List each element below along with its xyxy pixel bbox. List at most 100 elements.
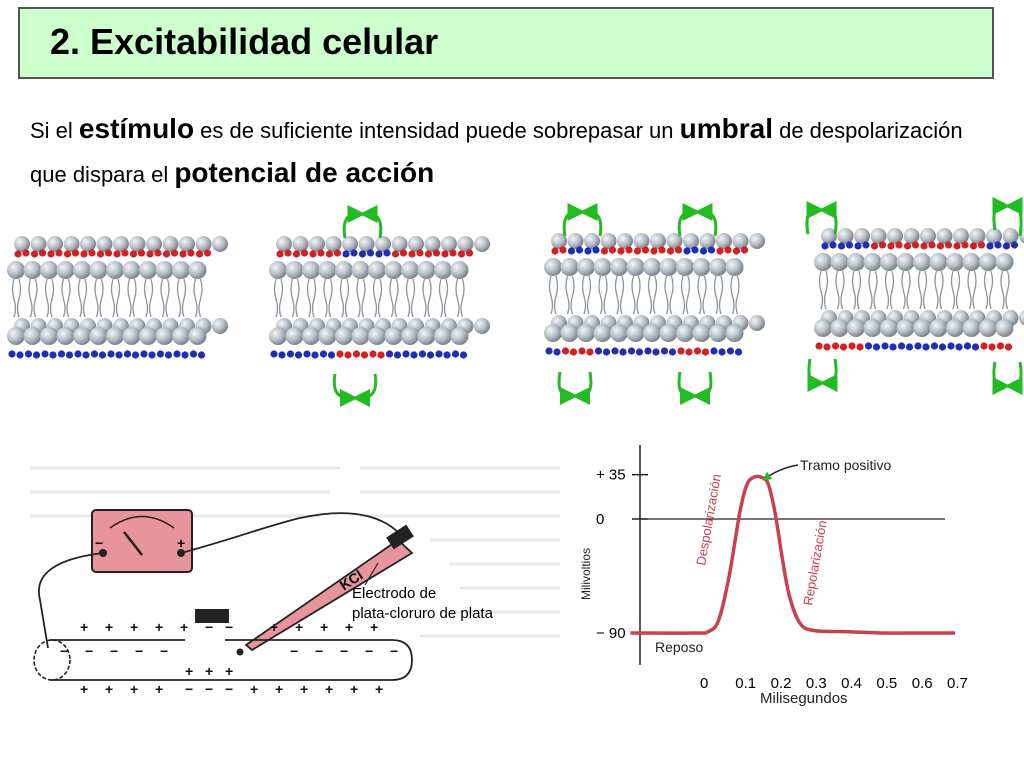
lipid-head — [212, 318, 228, 334]
lipid-head — [577, 258, 595, 276]
lipid-head — [749, 315, 765, 331]
charge-dot-top — [96, 250, 105, 258]
lipid-head — [417, 261, 436, 279]
meter-plus: + — [177, 535, 185, 551]
ion-flow-arrow — [557, 371, 578, 405]
charge-dot-bottom — [553, 348, 561, 356]
charge-dot-top — [961, 241, 969, 249]
lipid-head — [896, 319, 915, 337]
charge-dot-bottom — [619, 348, 627, 356]
charge-dot-bottom — [627, 347, 636, 355]
lipid-head — [47, 236, 63, 252]
lipid-head — [903, 228, 920, 244]
lipid-tail — [664, 275, 669, 315]
charge-dot-top — [845, 241, 854, 249]
text-part-1: Si el — [30, 118, 79, 143]
lipid-head — [302, 261, 320, 279]
charge-dot-top — [375, 250, 383, 258]
lipid-tail — [460, 278, 465, 318]
nerve-fiber — [33, 638, 413, 681]
lipid-head — [979, 319, 997, 337]
action-potential-line — [630, 474, 955, 635]
charge-dot-bottom — [710, 347, 718, 355]
lipid-head — [995, 319, 1014, 337]
charge-dot-bottom — [905, 343, 914, 351]
charge-dot-bottom — [311, 351, 319, 359]
charge-dot-bottom — [393, 351, 402, 359]
charge-dot-top — [575, 246, 584, 254]
lipid-head — [434, 261, 452, 279]
lipid-head — [593, 324, 612, 342]
lipid-head — [80, 236, 96, 252]
charge-dot-top — [47, 250, 55, 258]
charge-dot-top — [170, 249, 179, 257]
minus-charge-sign: − — [315, 643, 323, 659]
lipid-tail — [603, 275, 608, 315]
lipid-head — [962, 253, 981, 271]
charge-dot-bottom — [435, 350, 443, 358]
lipid-tail — [955, 270, 961, 310]
lipid-head — [40, 327, 58, 345]
lipid-head — [962, 319, 981, 337]
lipid-head — [567, 233, 584, 249]
lipid-tail — [873, 270, 878, 310]
charge-dot-top — [732, 247, 741, 255]
charge-dot-bottom — [677, 347, 685, 355]
charge-dot-bottom — [90, 350, 99, 358]
lipid-head — [318, 261, 337, 279]
rest-label: Reposo — [655, 639, 703, 655]
lipid-tail — [28, 278, 33, 318]
lipid-tail — [652, 275, 658, 315]
charge-dot-top — [195, 250, 204, 258]
charge-dot-top — [342, 250, 350, 258]
lipid-head — [847, 319, 865, 337]
charge-dot-top — [146, 250, 154, 258]
electrode-label-2: plata-cloruro de plata — [352, 605, 494, 622]
lipid-head — [929, 319, 948, 337]
lipid-tail — [565, 275, 570, 315]
lipid-tail — [344, 278, 350, 318]
lipid-head — [716, 233, 732, 249]
lipid-head — [830, 319, 849, 337]
plus-charge-sign: + — [350, 681, 358, 697]
charge-dot-bottom — [1004, 343, 1013, 351]
charge-dot-bottom — [652, 348, 660, 356]
lipid-tail — [851, 270, 857, 310]
charge-dot-bottom — [418, 350, 427, 358]
charge-dot-top — [63, 250, 72, 258]
charge-dot-top — [854, 242, 862, 250]
charge-dot-bottom — [947, 342, 955, 350]
charge-dot-top — [559, 246, 567, 254]
minus-charge-sign: − — [290, 643, 298, 659]
charge-dot-bottom — [197, 351, 206, 359]
membrane-panel — [544, 203, 765, 405]
charge-dot-bottom — [955, 343, 963, 351]
charge-dot-bottom — [938, 343, 947, 351]
lipid-tail — [455, 278, 460, 318]
lipid-tail — [988, 270, 994, 310]
ion-flow-arrow — [819, 358, 838, 392]
charge-dot-top — [88, 249, 96, 257]
charge-dot-bottom — [914, 342, 922, 350]
charge-dot-top — [292, 250, 301, 258]
x-tick-label: 0.1 — [735, 675, 756, 692]
lipid-tail — [328, 278, 333, 318]
charge-dot-top — [903, 242, 912, 250]
charge-dot-top — [38, 249, 47, 257]
charge-dot-bottom — [189, 350, 198, 358]
lipid-tail — [11, 278, 17, 318]
minus-charge-sign: − — [160, 643, 168, 659]
lipid-head — [155, 261, 174, 279]
lipid-tail — [818, 270, 824, 310]
minus-charge-sign: − — [185, 681, 193, 697]
charge-dot-bottom — [980, 342, 988, 350]
lipid-head — [292, 236, 309, 252]
title-box: 2. Excitabilidad celular — [18, 7, 994, 79]
charge-dot-bottom — [74, 350, 82, 358]
minus-charge-sign: − — [60, 643, 68, 659]
lipid-tail — [306, 278, 312, 318]
lipid-tail — [631, 275, 636, 315]
lipid-tail — [377, 278, 383, 318]
charge-dot-bottom — [156, 350, 165, 358]
